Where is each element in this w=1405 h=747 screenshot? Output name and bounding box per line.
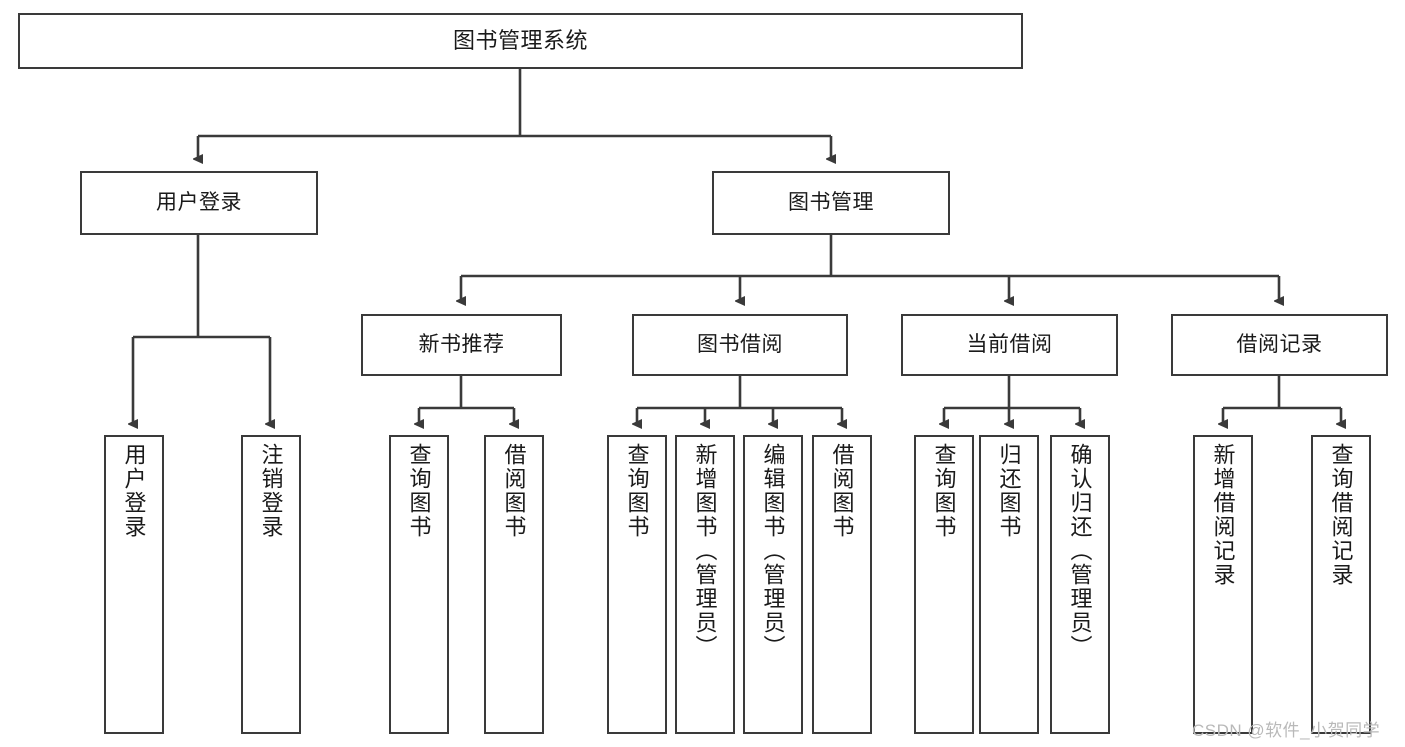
node-label: 借阅图书 xyxy=(501,443,527,539)
node-label: 借阅记录 xyxy=(1236,332,1323,356)
node-current-borrow[interactable]: 当前借阅 xyxy=(901,314,1118,376)
leaf-book-borrow-borrow-book[interactable]: 借阅图书 xyxy=(812,435,872,734)
node-new-book-recommend[interactable]: 新书推荐 xyxy=(361,314,562,376)
node-label: 查询图书 xyxy=(624,443,650,539)
node-label: 查询图书 xyxy=(406,443,432,539)
leaf-user-login-login[interactable]: 用户登录 xyxy=(104,435,164,734)
node-label: 用户登录 xyxy=(156,190,242,214)
node-user-login[interactable]: 用户登录 xyxy=(80,171,318,235)
node-borrow-record[interactable]: 借阅记录 xyxy=(1171,314,1388,376)
leaf-current-borrow-query-book[interactable]: 查询图书 xyxy=(914,435,974,734)
node-label: 新书推荐 xyxy=(418,332,505,356)
node-label: 用户登录 xyxy=(121,443,147,539)
node-label: 图书借阅 xyxy=(697,332,783,356)
leaf-borrow-record-query-record[interactable]: 查询借阅记录 xyxy=(1311,435,1371,734)
leaf-current-borrow-return-book[interactable]: 归还图书 xyxy=(979,435,1039,734)
node-label: 查询借阅记录 xyxy=(1328,443,1354,587)
node-label: 编辑图书（管理员） xyxy=(760,443,786,659)
node-label: 归还图书 xyxy=(996,443,1022,539)
node-label: 查询图书 xyxy=(931,443,957,539)
leaf-user-login-logout[interactable]: 注销登录 xyxy=(241,435,301,734)
leaf-book-borrow-query-book[interactable]: 查询图书 xyxy=(607,435,667,734)
node-label: 图书管理 xyxy=(788,190,874,214)
node-root-library-system[interactable]: 图书管理系统 xyxy=(18,13,1023,69)
leaf-book-borrow-edit-book-admin[interactable]: 编辑图书（管理员） xyxy=(743,435,803,734)
node-label: 当前借阅 xyxy=(966,332,1053,356)
node-book-borrow[interactable]: 图书借阅 xyxy=(632,314,848,376)
node-book-management[interactable]: 图书管理 xyxy=(712,171,950,235)
leaf-new-book-query-book[interactable]: 查询图书 xyxy=(389,435,449,734)
csdn-watermark: CSDN @软件_小贺同学 xyxy=(1192,721,1381,740)
leaf-book-borrow-add-book-admin[interactable]: 新增图书（管理员） xyxy=(675,435,735,734)
node-label: 注销登录 xyxy=(258,443,284,539)
leaf-current-borrow-confirm-return-admin[interactable]: 确认归还（管理员） xyxy=(1050,435,1110,734)
leaf-new-book-borrow-book[interactable]: 借阅图书 xyxy=(484,435,544,734)
node-label: 确认归还（管理员） xyxy=(1067,443,1093,659)
node-label: 新增图书（管理员） xyxy=(692,443,718,659)
node-label: 借阅图书 xyxy=(829,443,855,539)
node-label: 图书管理系统 xyxy=(452,28,588,54)
node-label: 新增借阅记录 xyxy=(1210,443,1236,587)
leaf-borrow-record-add-record[interactable]: 新增借阅记录 xyxy=(1193,435,1253,734)
